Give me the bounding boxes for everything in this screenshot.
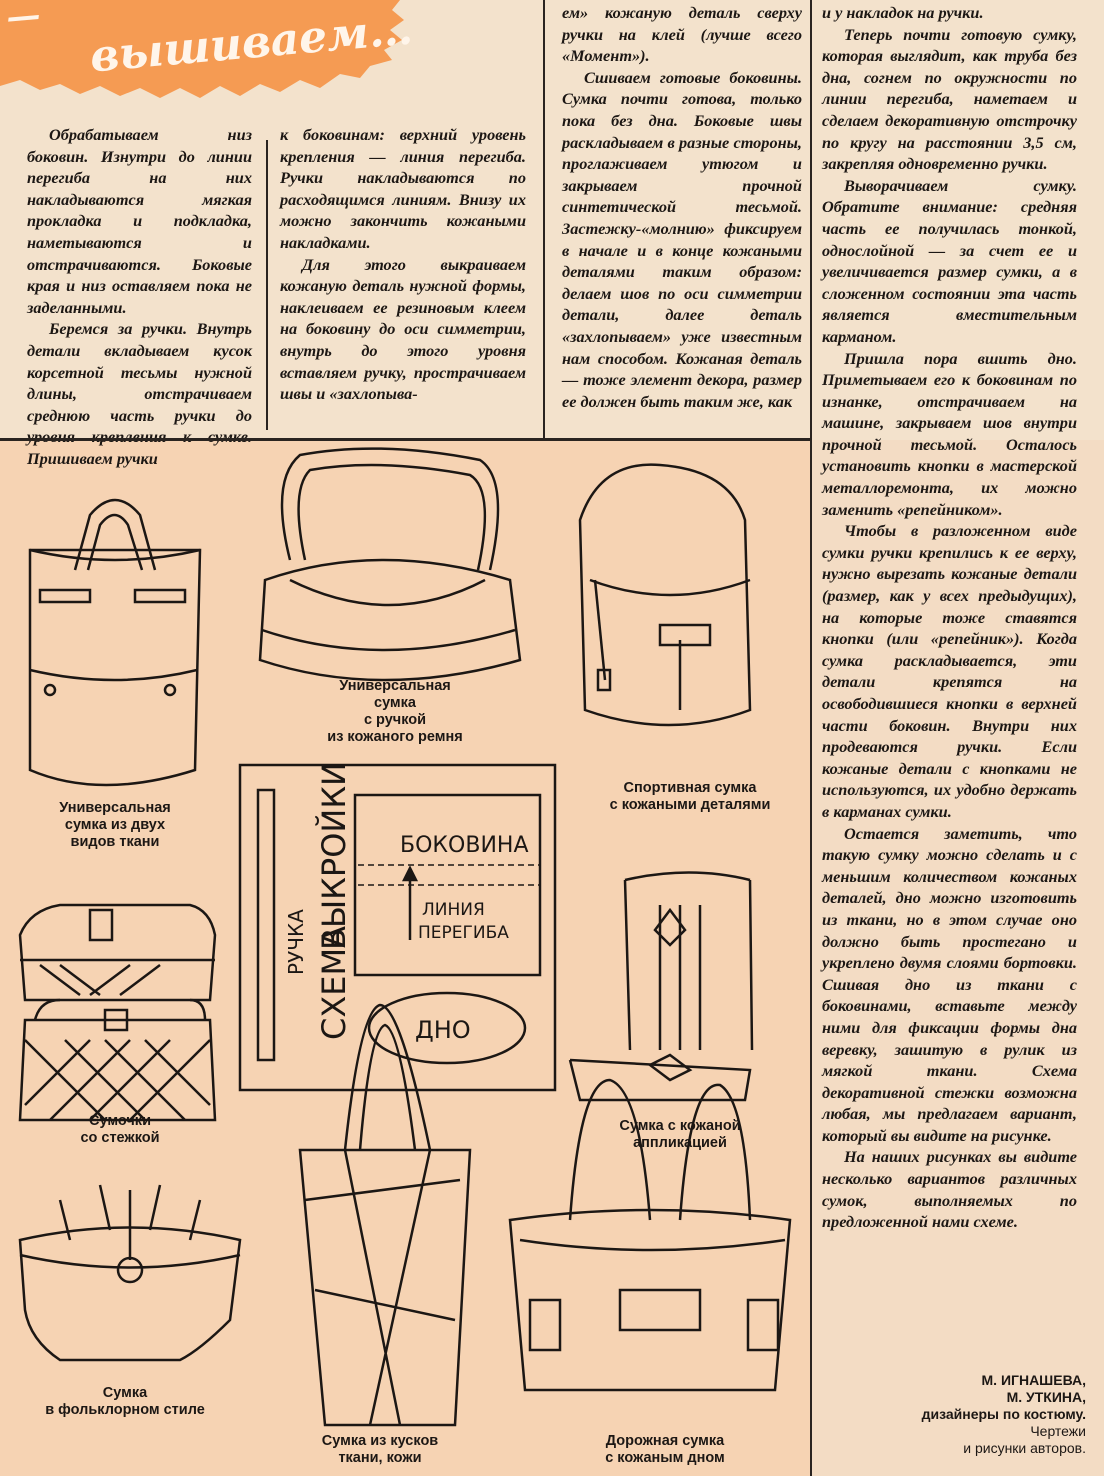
paragraph: Для этого выкраиваем кожаную деталь нужн… bbox=[280, 254, 526, 404]
paragraph: Пришла пора вшить дно. Приметываем его к… bbox=[822, 348, 1077, 519]
caption-line: Дорожная сумка bbox=[605, 1433, 725, 1449]
paragraph: и у накладок на ручки. bbox=[822, 3, 984, 22]
caption-line: Сумка с кожаной bbox=[619, 1118, 741, 1134]
text-column-3: ем» кожаную деталь сверху ручки на клей … bbox=[562, 2, 802, 412]
caption-line: сумка из двух bbox=[64, 817, 166, 833]
paragraph: На наших рисунках вы видите несколько ва… bbox=[822, 1147, 1077, 1232]
caption-applique: Сумка с кожаной аппликацией bbox=[580, 1118, 780, 1152]
caption-line: ткани, кожи bbox=[338, 1450, 422, 1466]
caption-line: Сумочки bbox=[89, 1113, 151, 1129]
column-divider bbox=[543, 0, 545, 440]
column-divider bbox=[266, 140, 268, 430]
caption-sport: Спортивная сумка с кожаными деталями bbox=[575, 780, 805, 814]
caption-universal-two: Универсальная сумка из двух видов ткани bbox=[20, 800, 210, 851]
caption-universal-strap: Универсальная сумка с ручкой из кожаного… bbox=[300, 678, 490, 746]
paragraph: Теперь почти готовую сумку, которая выгл… bbox=[822, 24, 1077, 174]
schema-side-label: БОКОВИНА bbox=[400, 833, 529, 858]
credit-line-2: и рисунки авторов. bbox=[963, 1440, 1086, 1456]
paragraph: Остается заметить, что такую сумку можно… bbox=[822, 823, 1077, 1145]
illustrations-background bbox=[0, 440, 812, 1476]
pattern-schema: СХЕМА ВЫКРОЙКИ РУЧКА БОКОВИНА ЛИНИЯ ПЕРЕ… bbox=[238, 762, 557, 1092]
bag-travel bbox=[508, 1078, 792, 1392]
schema-title-1: СХЕМА bbox=[315, 926, 353, 1040]
paragraph: Чтобы в разложенном виде сумки ручки кре… bbox=[822, 521, 1077, 821]
bag-universal-strap bbox=[258, 447, 522, 682]
text-column-2: к боковинам: верхний уровень крепления —… bbox=[280, 124, 526, 405]
bag-universal-two-fabrics bbox=[28, 498, 202, 787]
caption-travel: Дорожная сумка с кожаным дном bbox=[565, 1433, 765, 1467]
title-banner: вышиваем… — bbox=[0, 0, 415, 98]
right-column-background bbox=[812, 440, 1104, 1476]
author-role: дизайнеры по костюму. bbox=[921, 1406, 1086, 1422]
text-column-4: и у накладок на ручки. Теперь почти гото… bbox=[822, 2, 1077, 1233]
schema-fold-label-1: ЛИНИЯ bbox=[422, 900, 485, 920]
bags-quilted bbox=[18, 903, 217, 1122]
caption-line: в фольклорном стиле bbox=[45, 1402, 205, 1418]
text-column-1: Обрабатываем низ боковин. Изнутри до лин… bbox=[27, 124, 252, 470]
signature: М. ИГНАШЕВА, М. УТКИНА, дизайнеры по кос… bbox=[922, 1372, 1086, 1457]
paragraph: Выворачиваем сумку. Обратите внимание: с… bbox=[822, 175, 1077, 346]
caption-line: из кожаного ремня bbox=[327, 729, 463, 745]
caption-line: аппликацией bbox=[633, 1135, 727, 1151]
caption-line: со стежкой bbox=[80, 1130, 160, 1146]
schema-handle-label: РУЧКА bbox=[284, 909, 308, 975]
credit-line-1: Чертежи bbox=[1030, 1423, 1086, 1439]
schema-fold-label-2: ПЕРЕГИБА bbox=[418, 923, 509, 943]
caption-line: сумка bbox=[374, 695, 416, 711]
bag-applique bbox=[568, 871, 754, 1102]
paragraph: Обрабатываем низ боковин. Изнутри до лин… bbox=[27, 125, 252, 317]
paragraph: Сшиваем готовые боковины. Сумка почти го… bbox=[562, 67, 802, 411]
bag-patchwork bbox=[298, 1003, 472, 1427]
caption-line: с ручкой bbox=[363, 712, 427, 728]
caption-line: с кожаными деталями bbox=[609, 797, 771, 813]
bag-folk bbox=[18, 1184, 242, 1362]
caption-line: Универсальная bbox=[59, 800, 171, 816]
column-divider bbox=[810, 0, 812, 1476]
caption-patchwork: Сумка из кусков ткани, кожи bbox=[290, 1433, 470, 1467]
schema-bottom-label: ДНО bbox=[415, 1016, 471, 1044]
author-1: М. ИГНАШЕВА, bbox=[981, 1372, 1086, 1388]
caption-folk: Сумка в фольклорном стиле bbox=[25, 1385, 225, 1419]
caption-line: Сумка из кусков bbox=[321, 1433, 439, 1449]
author-2: М. УТКИНА, bbox=[1006, 1389, 1086, 1405]
svg-text:—: — bbox=[5, 0, 42, 38]
caption-line: Универсальная bbox=[339, 678, 451, 694]
paragraph: Беремся за ручки. Внутрь детали вкладыва… bbox=[27, 319, 252, 468]
paragraph: ем» кожаную деталь сверху ручки на клей … bbox=[562, 3, 802, 66]
paragraph: к боковинам: верхний уровень крепления —… bbox=[280, 125, 526, 252]
caption-line: с кожаным дном bbox=[605, 1450, 725, 1466]
caption-line: Спортивная сумка bbox=[623, 780, 757, 796]
caption-quilted: Сумочки со стежкой bbox=[30, 1113, 210, 1147]
caption-line: Сумка bbox=[102, 1385, 148, 1401]
schema-title-2: ВЫКРОЙКИ bbox=[315, 762, 353, 950]
section-divider bbox=[0, 438, 810, 441]
caption-line: видов ткани bbox=[70, 834, 160, 850]
bag-sport bbox=[578, 463, 752, 727]
